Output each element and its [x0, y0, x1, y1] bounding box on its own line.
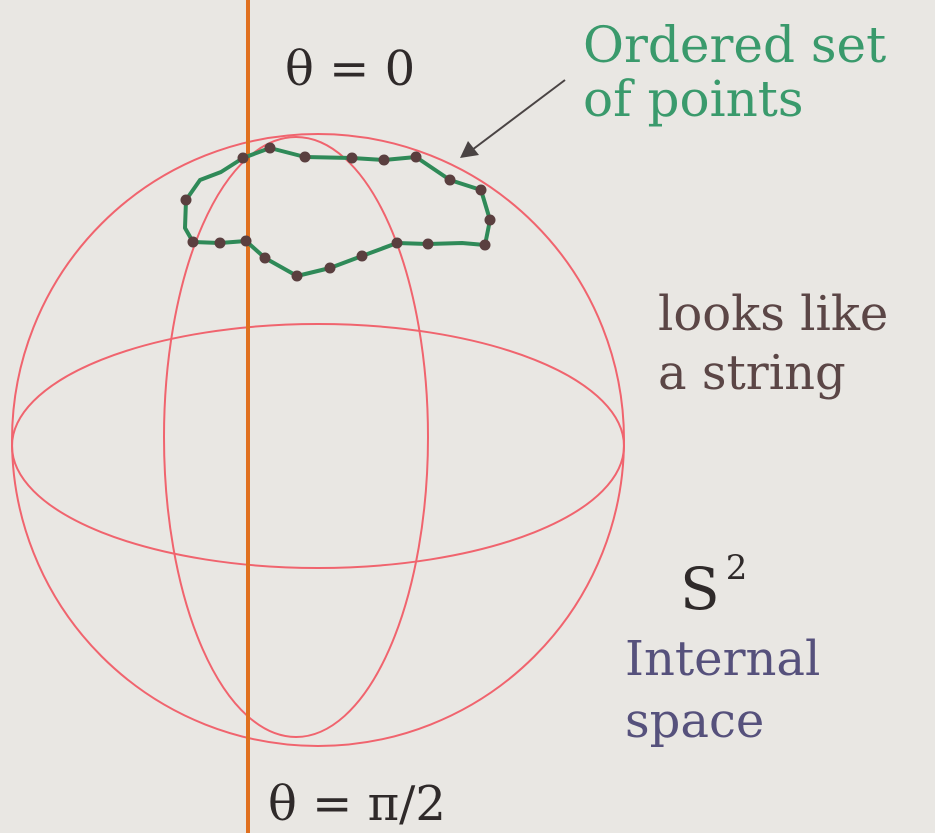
ordered-set-line-1: Ordered set: [583, 16, 887, 74]
string-loop: [183, 146, 492, 278]
looks-like-line-2: a string: [658, 344, 846, 401]
internal-space-line-1: Internal: [625, 631, 821, 687]
string-points: [180, 142, 496, 282]
string-point: [180, 194, 192, 206]
string-point: [187, 236, 199, 248]
internal-space-caption: Internal space: [625, 628, 820, 753]
string-point: [484, 214, 496, 226]
string-point: [410, 151, 422, 163]
looks-like-string-caption: looks like a string: [658, 285, 888, 402]
string-point: [356, 250, 368, 262]
looks-like-line-1: looks like: [658, 286, 889, 342]
string-point: [240, 235, 252, 247]
string-point: [475, 184, 487, 196]
arrow-head: [460, 141, 479, 158]
ordered-set-caption: Ordered set of points: [583, 18, 886, 126]
sphere-equator: [11, 323, 625, 569]
s2-base: S: [680, 555, 720, 623]
pointer-arrow: [460, 79, 566, 158]
string-point: [264, 142, 276, 154]
string-point: [291, 270, 303, 282]
sphere-outline: [11, 133, 625, 747]
internal-space-line-2: space: [625, 693, 765, 750]
string-point: [444, 174, 456, 186]
theta-zero-label: θ = 0: [285, 41, 416, 97]
string-point: [214, 237, 226, 249]
string-point: [378, 154, 390, 166]
string-point: [391, 237, 403, 249]
string-point: [422, 238, 434, 250]
ordered-set-line-2: of points: [583, 70, 804, 128]
sphere-meridian: [163, 136, 429, 738]
string-point: [479, 239, 491, 251]
string-point: [259, 252, 271, 264]
string-point: [237, 152, 249, 164]
theta-pi-over-2-label: θ = π/2: [268, 776, 446, 832]
string-point: [324, 262, 336, 274]
string-point: [346, 152, 358, 164]
s2-exponent: 2: [725, 547, 748, 588]
string-point: [299, 151, 311, 163]
